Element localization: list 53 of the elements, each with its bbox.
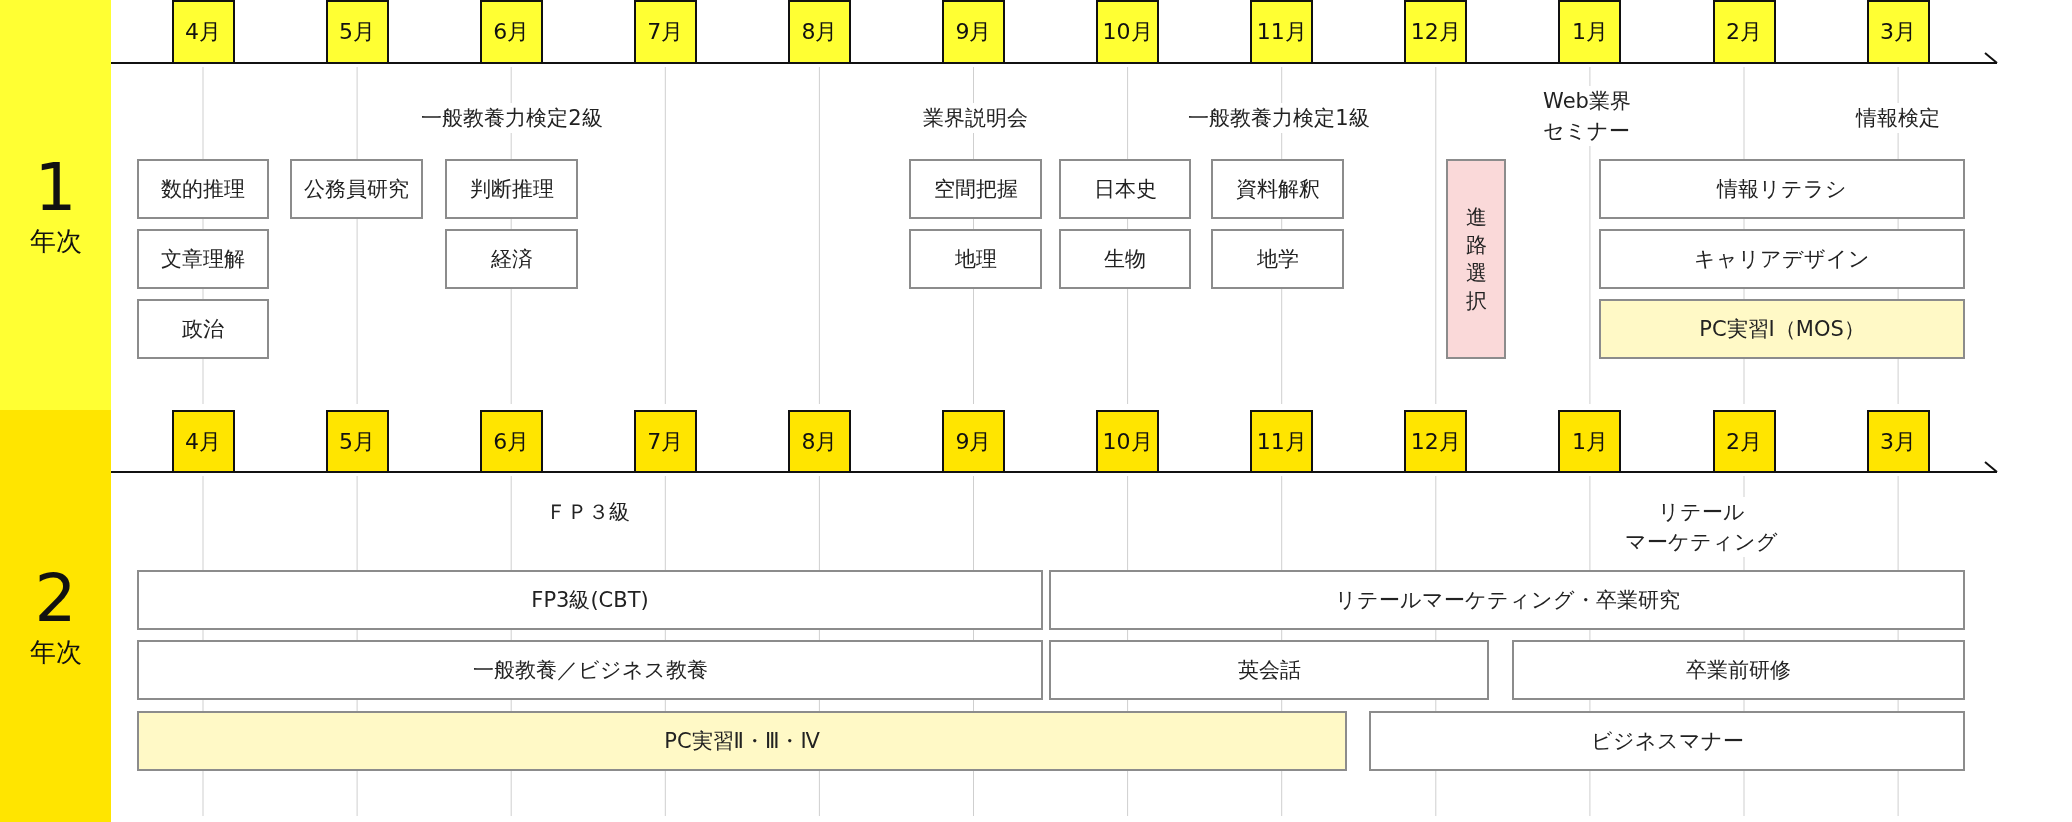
month-box: 12月 bbox=[1404, 0, 1468, 64]
course-box: 文章理解 bbox=[137, 229, 269, 289]
month-box: 5月 bbox=[325, 0, 389, 64]
month-box: 8月 bbox=[787, 0, 851, 64]
month-box: 11月 bbox=[1250, 410, 1314, 473]
month-box: 12月 bbox=[1404, 410, 1468, 473]
month-box: 1月 bbox=[1558, 0, 1622, 64]
course-box: PC実習Ⅱ・Ⅲ・Ⅳ bbox=[137, 711, 1347, 771]
course-box: 数的推理 bbox=[137, 159, 269, 219]
month-box: 3月 bbox=[1866, 0, 1930, 64]
course-box: 英会話 bbox=[1049, 640, 1489, 700]
month-box: 6月 bbox=[479, 0, 543, 64]
course-box: リテールマーケティング・卒業研究 bbox=[1049, 570, 1965, 630]
month-box: 3月 bbox=[1866, 410, 1930, 473]
course-box: ビジネスマナー bbox=[1369, 711, 1965, 771]
course-box: 経済 bbox=[445, 229, 578, 289]
month-box: 1月 bbox=[1558, 410, 1622, 473]
course-box: 公務員研究 bbox=[290, 159, 423, 219]
course-box: 進路選択 bbox=[1446, 159, 1506, 359]
year-band bbox=[0, 0, 111, 410]
course-box: 資料解釈 bbox=[1211, 159, 1344, 219]
month-box: 4月 bbox=[171, 410, 235, 473]
month-box: 5月 bbox=[325, 410, 389, 473]
month-box: 8月 bbox=[787, 410, 851, 473]
month-box: 6月 bbox=[479, 410, 543, 473]
course-box: キャリアデザイン bbox=[1599, 229, 1965, 289]
course-box: 地理 bbox=[909, 229, 1042, 289]
month-box: 4月 bbox=[171, 0, 235, 64]
month-box: 9月 bbox=[942, 410, 1005, 473]
course-box: FP3級(CBT) bbox=[137, 570, 1043, 630]
month-box: 10月 bbox=[1096, 410, 1160, 473]
month-box: 7月 bbox=[633, 0, 697, 64]
course-box: 政治 bbox=[137, 299, 269, 359]
course-box: 情報リテラシ bbox=[1599, 159, 1965, 219]
year-label: 年次 bbox=[29, 225, 82, 258]
year-number: 1 bbox=[34, 152, 77, 224]
course-box: 地学 bbox=[1211, 229, 1344, 289]
month-box: 10月 bbox=[1096, 0, 1160, 64]
course-box: PC実習Ⅰ（MOS） bbox=[1599, 299, 1965, 359]
month-box: 2月 bbox=[1712, 0, 1776, 64]
year-number: 2 bbox=[34, 563, 77, 635]
year-band bbox=[0, 410, 111, 822]
course-box: 日本史 bbox=[1059, 159, 1191, 219]
month-box: 7月 bbox=[633, 410, 697, 473]
course-box: 生物 bbox=[1059, 229, 1191, 289]
course-box: 空間把握 bbox=[909, 159, 1042, 219]
course-box: 卒業前研修 bbox=[1512, 640, 1965, 700]
course-box: 一般教養／ビジネス教養 bbox=[137, 640, 1043, 700]
year-label: 年次 bbox=[29, 636, 82, 669]
course-box: 判断推理 bbox=[445, 159, 578, 219]
month-box: 2月 bbox=[1712, 410, 1776, 473]
month-box: 11月 bbox=[1250, 0, 1314, 64]
month-box: 9月 bbox=[942, 0, 1005, 64]
